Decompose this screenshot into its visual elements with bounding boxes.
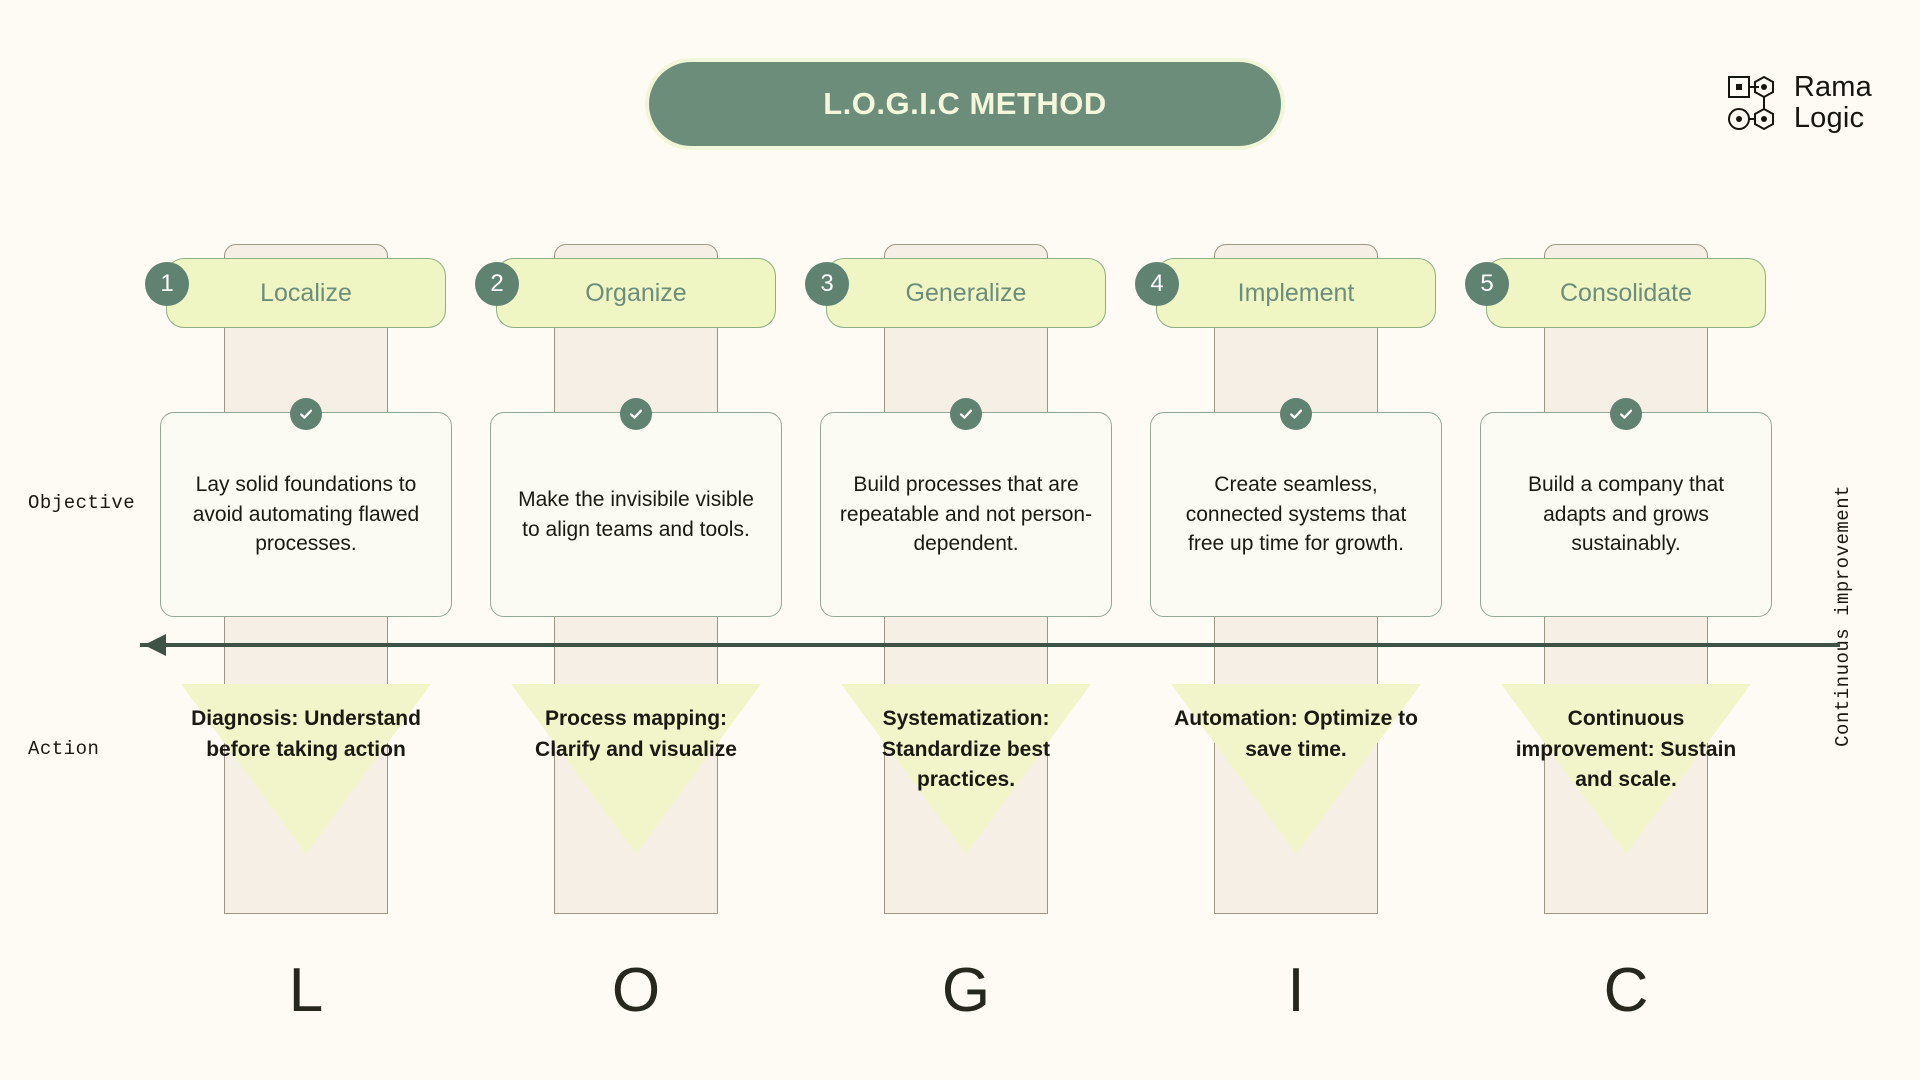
continuous-improvement-arrow-line bbox=[140, 643, 1840, 647]
diagram-title-banner: L.O.G.I.C METHOD bbox=[645, 58, 1285, 150]
step-chip-4[interactable]: Implement bbox=[1156, 258, 1436, 328]
check-badge-icon-1 bbox=[290, 398, 322, 430]
acronym-letter-2: O bbox=[611, 956, 661, 1025]
step-name-label: Consolidate bbox=[1559, 278, 1693, 307]
page-title: L.O.G.I.C METHOD bbox=[823, 86, 1107, 121]
arrow-left-icon bbox=[144, 634, 166, 656]
check-badge-icon-4 bbox=[1280, 398, 1312, 430]
step-number-badge-5: 5 bbox=[1465, 262, 1509, 306]
check-badge-icon-5 bbox=[1610, 398, 1642, 430]
step-number-badge-3: 3 bbox=[805, 262, 849, 306]
acronym-letter-5: C bbox=[1603, 956, 1649, 1025]
objective-card-5: Build a company that adapts and grows su… bbox=[1480, 412, 1772, 617]
step-chip-3[interactable]: Generalize bbox=[826, 258, 1106, 328]
step-name-label: Organize bbox=[585, 278, 687, 307]
objective-text: Build processes that are repeatable and … bbox=[839, 472, 1093, 556]
objective-text: Create seamless, connected systems that … bbox=[1185, 472, 1407, 556]
objective-text: Lay solid foundations to avoid automatin… bbox=[192, 472, 420, 556]
step-name-label: Localize bbox=[260, 278, 352, 307]
logo-word-line-2: Logic bbox=[1793, 102, 1865, 135]
step-number-badge-4: 4 bbox=[1135, 262, 1179, 306]
check-badge-icon-3 bbox=[950, 398, 982, 430]
check-badge-icon-2 bbox=[620, 398, 652, 430]
acronym-letter-3: G bbox=[941, 956, 991, 1025]
logo-wordmark: Rama Logic bbox=[1793, 71, 1872, 135]
row-label-objective: Objective bbox=[28, 492, 136, 514]
step-chip-2[interactable]: Organize bbox=[496, 258, 776, 328]
action-text-1: Diagnosis: Understand before taking acti… bbox=[191, 707, 421, 761]
continuous-improvement-label: Continuous improvement bbox=[1832, 485, 1854, 747]
step-name-label: Implement bbox=[1237, 278, 1355, 307]
logo-word-line-1: Rama bbox=[1793, 71, 1872, 103]
action-text-3: Systematization: Standardize best practi… bbox=[881, 707, 1051, 792]
action-text-2: Process mapping: Clarify and visualize bbox=[535, 707, 737, 761]
step-number-badge-2: 2 bbox=[475, 262, 519, 306]
row-label-action: Action bbox=[28, 738, 100, 760]
rama-logic-node-mark-icon bbox=[1726, 73, 1782, 133]
brand-logo: Rama Logic bbox=[1726, 71, 1872, 135]
objective-text: Build a company that adapts and grows su… bbox=[1527, 472, 1725, 556]
acronym-letter-4: I bbox=[1287, 956, 1305, 1025]
step-chip-5[interactable]: Consolidate bbox=[1486, 258, 1766, 328]
action-text-4: Automation: Optimize to save time. bbox=[1174, 707, 1418, 761]
step-chip-1[interactable]: Localize bbox=[166, 258, 446, 328]
step-number-badge-1: 1 bbox=[145, 262, 189, 306]
objective-card-1: Lay solid foundations to avoid automatin… bbox=[160, 412, 452, 617]
objective-card-3: Build processes that are repeatable and … bbox=[820, 412, 1112, 617]
objective-card-2: Make the invisibile visible to align tea… bbox=[490, 412, 782, 617]
acronym-letter-1: L bbox=[288, 956, 324, 1025]
step-name-label: Generalize bbox=[905, 278, 1027, 307]
action-text-5: Continuous improvement: Sustain and scal… bbox=[1515, 707, 1737, 792]
objective-card-4: Create seamless, connected systems that … bbox=[1150, 412, 1442, 617]
objective-text: Make the invisibile visible to align tea… bbox=[518, 487, 754, 541]
